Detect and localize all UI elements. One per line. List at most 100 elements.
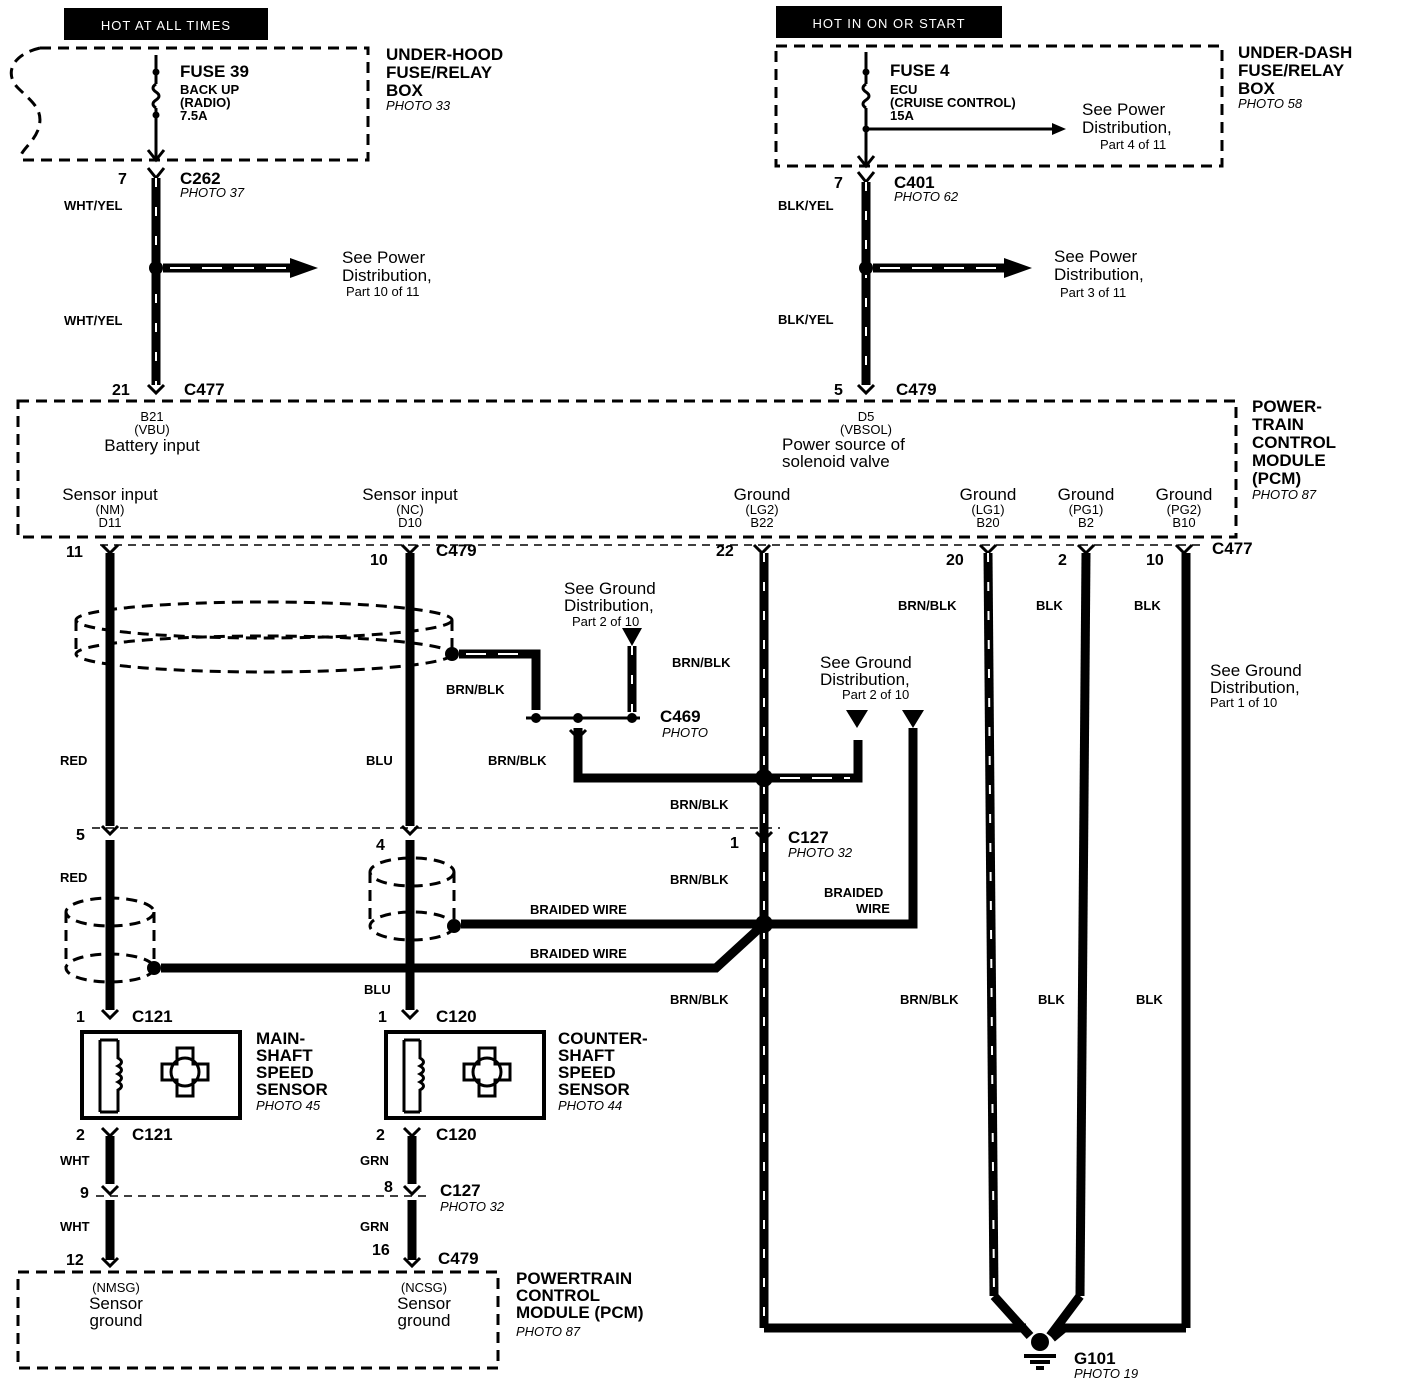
header-hot-at-all-times-label: HOT AT ALL TIMES [101, 18, 231, 33]
pg1-ground-wire: BLK BLK [1036, 543, 1096, 1339]
left-wire-color-1: WHT/YEL [64, 198, 123, 213]
wire-brnblk-c469-1: BRN/BLK [446, 682, 505, 697]
braided-split-1: BRAIDED [824, 885, 883, 900]
main-sensor-title-4: SENSOR [256, 1080, 328, 1099]
counter-sensor-title-1: COUNTER- [558, 1029, 648, 1048]
fuse-39-desc-2: (RADIO) [180, 95, 231, 110]
c477-top-label: C477 [184, 380, 225, 399]
c120-bottom-label: C120 [436, 1125, 477, 1144]
wire-grn-1: GRN [360, 1153, 389, 1168]
pcm-term-pg2-sub: (PG2) [1167, 502, 1202, 517]
ground-note-g3-1: See Ground [1210, 661, 1302, 680]
pcm-vbsol: (VBSOL) [840, 422, 892, 437]
fuse-4-desc-3: 15A [890, 108, 914, 123]
c127-pin-4: 4 [376, 837, 385, 854]
c479-pcm-label: C479 [436, 541, 477, 560]
header-hot-at-all-times [64, 8, 268, 40]
pcm-term-lg2-sub: (LG2) [745, 502, 778, 517]
pcm-term-pg2-label: Ground [1156, 485, 1213, 504]
wht-ground-wire [100, 1126, 120, 1269]
braided-wire-label-1: BRAIDED WIRE [530, 902, 627, 917]
c127-photo: PHOTO 32 [788, 845, 853, 860]
fuse-39-desc-1: BACK UP [180, 82, 240, 97]
right-feed-note-1: See Power [1054, 247, 1137, 266]
g101-photo: PHOTO 19 [1074, 1366, 1138, 1381]
underhood-title-1: UNDER-HOOD [386, 45, 503, 64]
red-signal-wire [100, 543, 120, 1021]
ground-note-g1-1: See Ground [564, 579, 656, 598]
left-feed-wire: 7 C262 PHOTO 37 WHT/YEL WHT/YEL See Powe… [64, 167, 432, 399]
ground-note-g3-3: Part 1 of 10 [1210, 695, 1277, 710]
c479-bottom-label: C479 [438, 1249, 479, 1268]
underdash-note-2: Distribution, [1082, 118, 1172, 137]
pcm-ncsg-label-2: ground [398, 1311, 451, 1330]
underdash-photo: PHOTO 58 [1238, 96, 1303, 111]
header-hot-in-on-or-start-label: HOT IN ON OR START [812, 16, 965, 31]
wire-blk-pg1-1: BLK [1036, 598, 1063, 613]
wire-wht-1: WHT [60, 1153, 90, 1168]
wire-brnblk-lg1-1: BRN/BLK [898, 598, 957, 613]
underdash-title-2: FUSE/RELAY [1238, 61, 1345, 80]
pg2-ground-wire: BLK BLK [1049, 543, 1194, 1342]
left-feed-note-3: Part 10 of 11 [346, 284, 419, 299]
pcm-term-lg2-label: Ground [734, 485, 791, 504]
braided-wire-label-2: BRAIDED WIRE [530, 946, 627, 961]
pcm-nmsg-sub: (NMSG) [92, 1280, 140, 1295]
wire-blu-2: BLU [364, 982, 391, 997]
pcm-term-nc-sub: (NC) [396, 502, 423, 517]
counter-sensor-title-3: SPEED [558, 1063, 616, 1082]
pcm-title-5: (PCM) [1252, 469, 1301, 488]
wire-blk-pg1-2: BLK [1038, 992, 1065, 1007]
c477-pcm-label: C477 [1212, 539, 1253, 558]
pcm-term-nm-code: D11 [99, 515, 122, 530]
underdash-fuse-box: FUSE 4 ECU (CRUISE CONTROL) 15A See Powe… [774, 43, 1352, 169]
ground-note-g2-3: Part 2 of 10 [842, 687, 909, 702]
c469-photo: PHOTO [662, 725, 708, 740]
pcm-term-nm-sub: (NM) [96, 502, 125, 517]
pcm-term-nm-label: Sensor input [62, 485, 158, 504]
wire-brnblk-lg2-1: BRN/BLK [672, 655, 731, 670]
c120-top-label: C120 [436, 1007, 477, 1026]
blu-signal-wire [400, 543, 420, 1021]
c127b-label: C127 [440, 1181, 481, 1200]
c262-pin: 7 [118, 171, 127, 188]
ground-note-g1-3: Part 2 of 10 [572, 614, 639, 629]
c477-pin-21: 21 [112, 382, 130, 399]
pcm-bottom-title-1: POWERTRAIN [516, 1269, 632, 1288]
c262-label: C262 [180, 169, 221, 188]
blu-lower-shield: BRAIDED WIRE [368, 856, 756, 942]
pcm-term-pg1-label: Ground [1058, 485, 1115, 504]
pcm-title-1: POWER- [1252, 397, 1322, 416]
pin-22: 22 [716, 543, 734, 560]
c479-pin-16: 16 [372, 1242, 390, 1259]
wire-brnblk-lg2-2: BRN/BLK [670, 797, 729, 812]
pcm-bottom-box: (NMSG) Sensor ground (NCSG) Sensor groun… [16, 1269, 643, 1370]
c262-photo: PHOTO 37 [180, 185, 245, 200]
counter-sensor-photo: PHOTO 44 [558, 1098, 622, 1113]
left-wire-color-2: WHT/YEL [64, 313, 123, 328]
wire-red-2: RED [60, 870, 87, 885]
c121-pin-1: 1 [76, 1009, 85, 1026]
countershaft-speed-sensor: COUNTER- SHAFT SPEED SENSOR PHOTO 44 [384, 1029, 648, 1120]
pcm-bottom-title-3: MODULE (PCM) [516, 1303, 643, 1322]
c401-pin: 7 [834, 175, 843, 192]
pcm-nmsg-label-1: Sensor [89, 1294, 143, 1313]
pcm-b21: B21 [140, 409, 163, 424]
ground-note-g3-2: Distribution, [1210, 678, 1300, 697]
ground-note-g1-2: Distribution, [564, 596, 654, 615]
underhood-photo: PHOTO 33 [386, 98, 451, 113]
pcm-solenoid-2: solenoid valve [782, 452, 890, 471]
counter-sensor-title-2: SHAFT [558, 1046, 615, 1065]
underhood-title-2: FUSE/RELAY [386, 63, 493, 82]
fuse-4-desc-2: (CRUISE CONTROL) [890, 95, 1016, 110]
pcm-bottom-title-2: CONTROL [516, 1286, 600, 1305]
right-feed-note-2: Distribution, [1054, 265, 1144, 284]
main-sensor-title-2: SHAFT [256, 1046, 313, 1065]
main-sensor-photo: PHOTO 45 [256, 1098, 321, 1113]
pcm-vbu: (VBU) [134, 422, 169, 437]
underdash-title-1: UNDER-DASH [1238, 43, 1352, 62]
underdash-title-3: BOX [1238, 79, 1276, 98]
g101-ground-icon: G101 PHOTO 19 [1024, 1333, 1138, 1381]
left-feed-note-2: Distribution, [342, 266, 432, 285]
